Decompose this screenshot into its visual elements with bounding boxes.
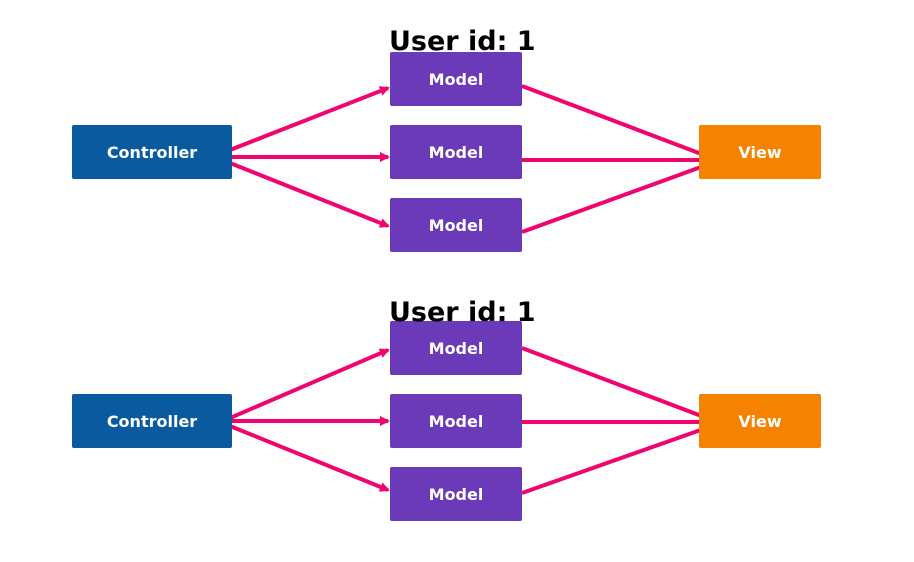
model-box-1: Model <box>390 321 522 375</box>
model-box-3: Model <box>390 467 522 521</box>
diagram-title: User id: 1 <box>389 297 536 328</box>
mvc-diagram-1: Controller Model Model Model View User i… <box>0 0 914 270</box>
model-box-3: Model <box>390 198 522 252</box>
arrow-controller-to-model-1 <box>229 348 390 420</box>
arrow-model-1-to-view <box>521 84 714 160</box>
arrow-model-1-to-view <box>521 346 714 422</box>
arrow-controller-to-model-3 <box>229 161 390 228</box>
view-box: View <box>699 394 821 448</box>
arrow-model-3-to-view <box>521 423 714 495</box>
arrow-model-3-to-view <box>521 161 714 234</box>
arrow-controller-to-model-1 <box>229 86 390 152</box>
arrow-controller-to-model-3 <box>229 424 390 492</box>
model-box-1: Model <box>390 52 522 106</box>
model-box-2: Model <box>390 394 522 448</box>
controller-box: Controller <box>72 125 232 179</box>
view-box: View <box>699 125 821 179</box>
diagram-title: User id: 1 <box>389 26 536 57</box>
model-box-2: Model <box>390 125 522 179</box>
arrows-1 <box>229 84 714 234</box>
arrows-2 <box>229 346 714 495</box>
mvc-diagram-2: Controller Model Model Model View User i… <box>0 270 914 540</box>
controller-box: Controller <box>72 394 232 448</box>
